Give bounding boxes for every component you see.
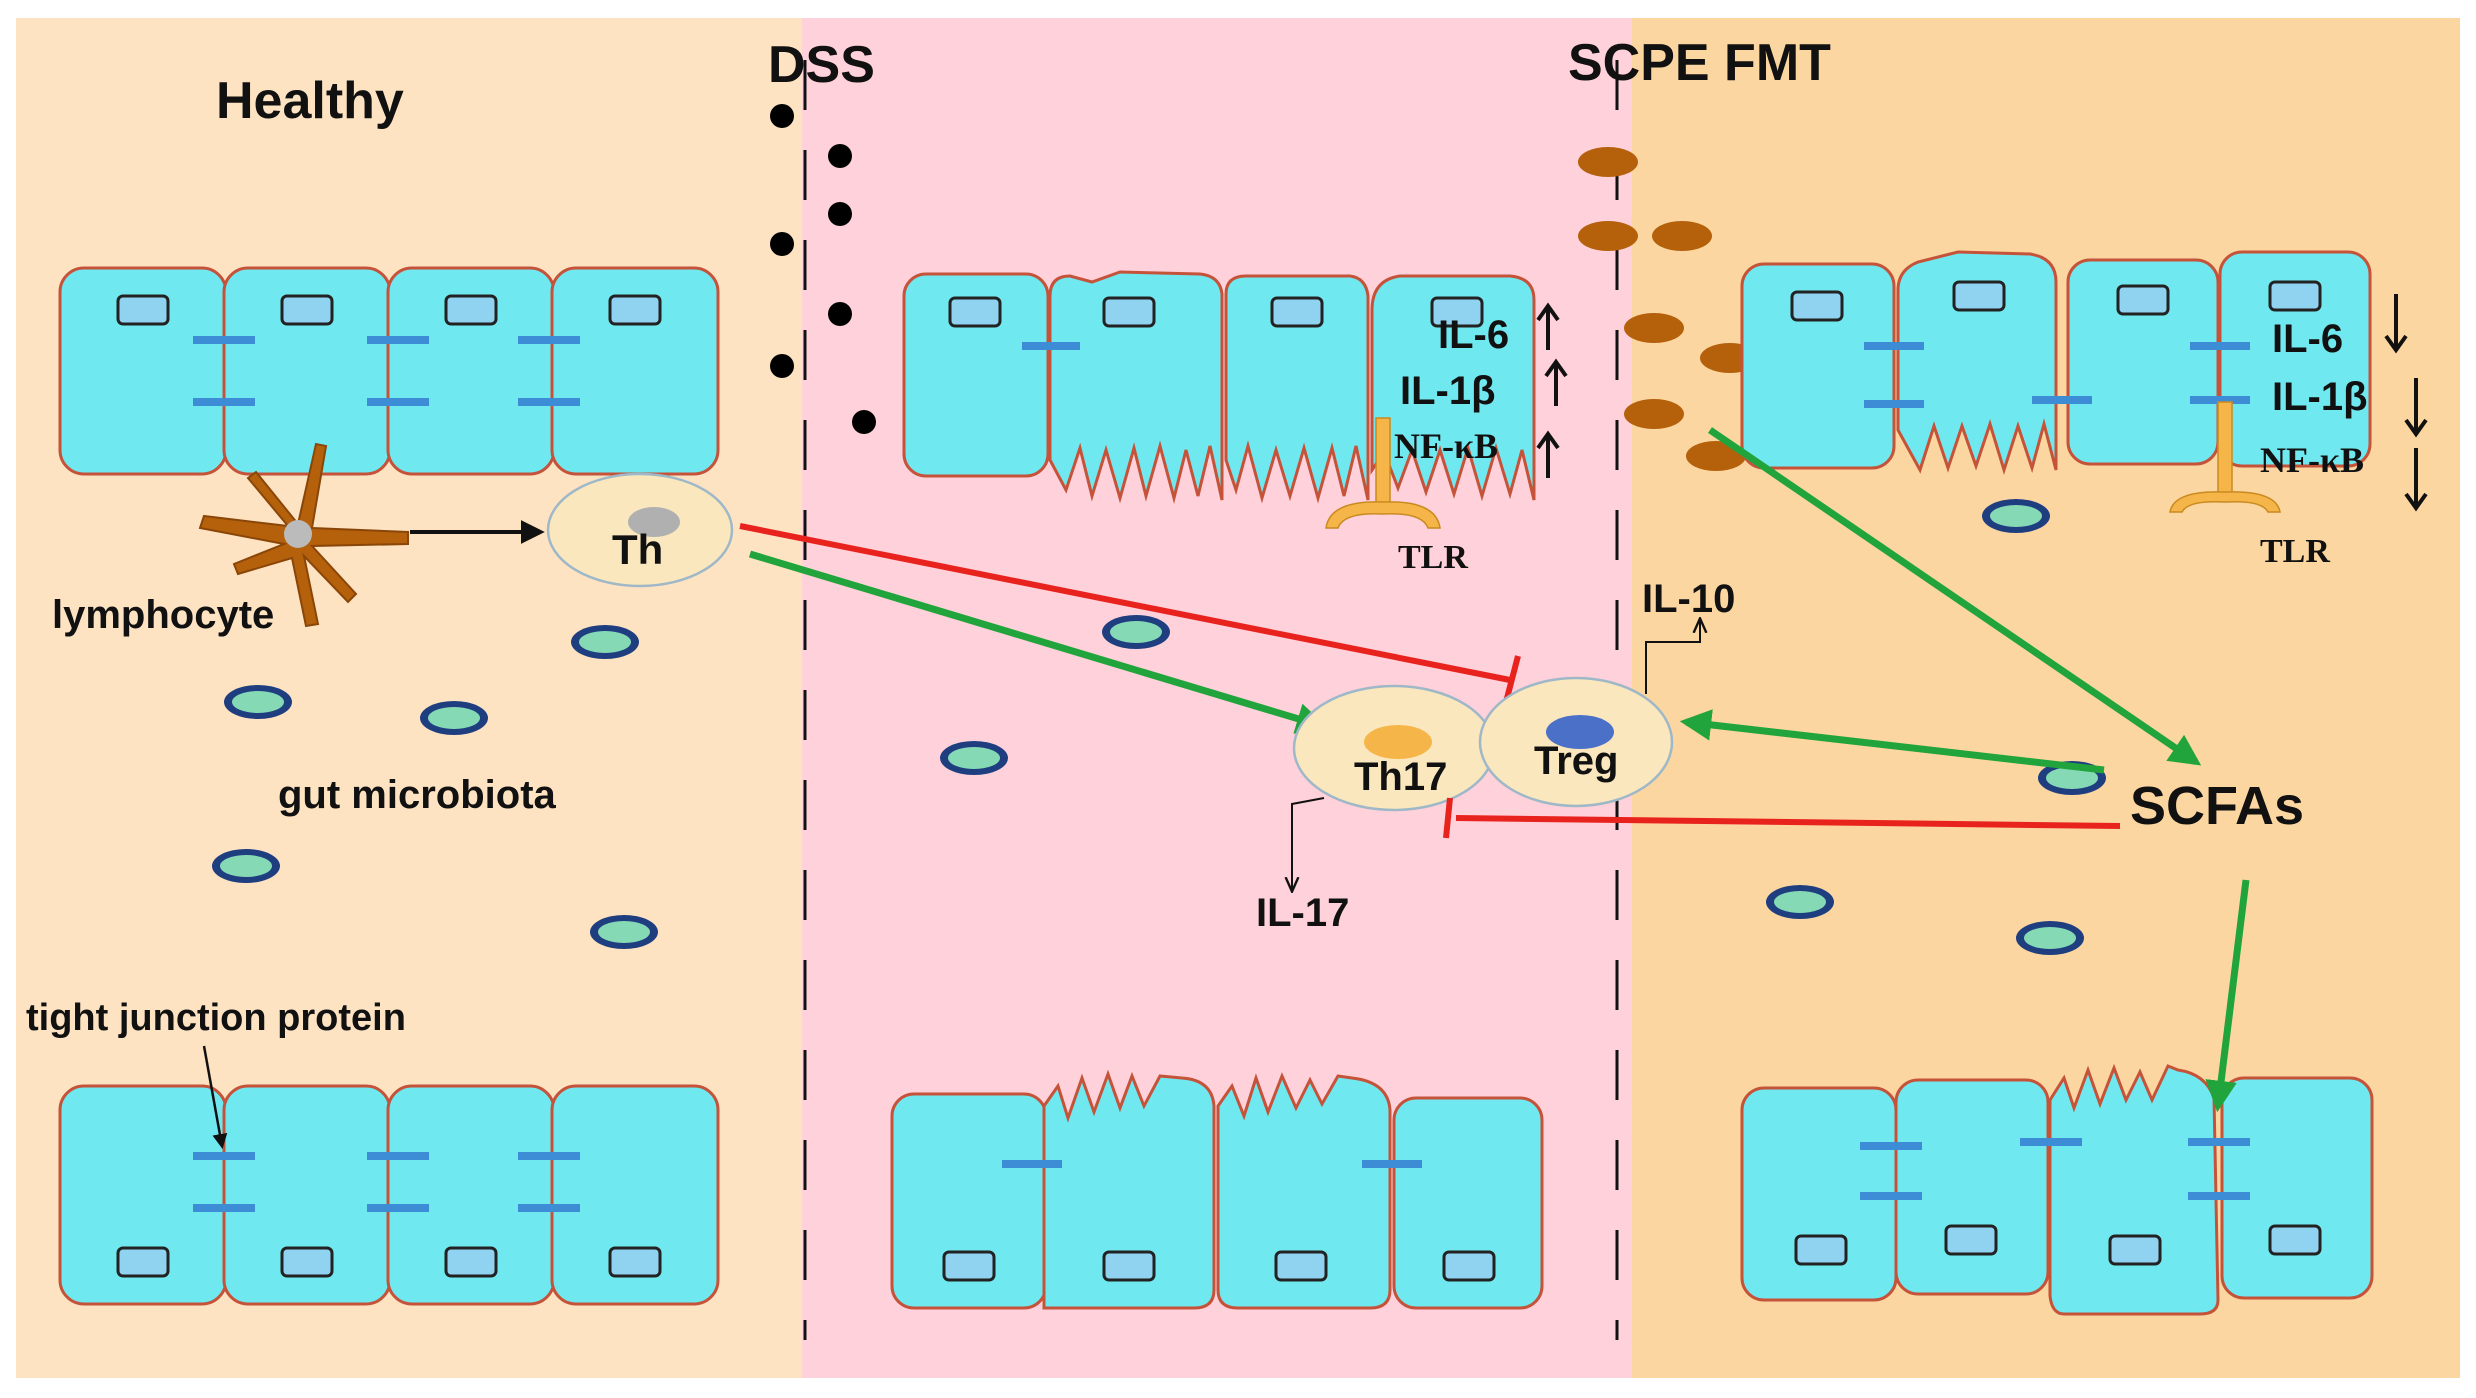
bacterium-healthy-4 [212,849,280,883]
panel-title-dss: DSS [768,36,875,94]
bacterium-healthy-3 [420,701,488,735]
dss-tlr-receptor [1325,417,1441,529]
fmt-marker-il1b: IL-1β [2272,375,2368,419]
label-scfas: SCFAs [2130,776,2304,836]
label-fmt-tlr: TLR [2260,533,2330,570]
fmt-down-arrows [2384,294,2428,512]
th17-cell [1292,684,1496,812]
inhibit-scfas-to-th17 [1455,815,2121,829]
arrow-fmt-to-scfas [1708,427,2202,766]
label-lymphocyte: lymphocyte [52,593,274,637]
fmt-bottom-epithelium [1740,1063,2374,1316]
fmt-top-epithelium [1740,250,2372,476]
dss-marker-il6: IL-6 [1438,313,1509,357]
label-th17: Th17 [1354,755,1447,799]
il10-pointer [1645,620,1700,694]
bacterium-dss-1 [1102,615,1170,649]
fmt-marker-nfkb: NF-κB [2260,440,2364,480]
inhibit-scfas-to-th17-bar [1443,797,1453,839]
label-gut-microbiota: gut microbiota [278,773,557,817]
bacterium-healthy-5 [590,915,658,949]
dss-marker-il1b: IL-1β [1400,369,1496,413]
dss-top-epithelium [902,270,1536,504]
dss-particles [770,104,876,434]
lymphocyte-cell [198,442,409,628]
dss-marker-nfkb: NF-κB [1394,426,1498,466]
bacterium-fmt-3 [1766,885,1834,919]
healthy-bottom-epithelium [58,1084,720,1306]
bacterium-healthy-2 [224,685,292,719]
label-tight-junction-protein: tight junction protein [26,997,406,1039]
bacterium-healthy-1 [571,625,639,659]
tight-junction-pointer [202,1045,228,1149]
label-treg: Treg [1534,739,1618,783]
panel-title-healthy: Healthy [216,72,404,130]
dss-bottom-epithelium [890,1069,1544,1310]
label-il10: IL-10 [1642,577,1735,621]
arrow-scfas-to-treg [1679,709,2105,774]
treg-cell [1478,676,1674,808]
th-cell [546,472,734,588]
arrow-th-to-th17 [748,550,1329,734]
arrow-scfas-to-epithelium [2205,879,2250,1113]
label-dss-tlr: TLR [1398,539,1468,576]
label-il17: IL-17 [1256,891,1349,935]
bacterium-fmt-1 [1982,499,2050,533]
dss-up-arrows [1536,302,1568,478]
healthy-top-epithelium [58,266,720,476]
fmt-marker-il6: IL-6 [2272,317,2343,361]
bacterium-fmt-4 [2016,921,2084,955]
inhibit-th-to-treg-bar [1503,655,1521,703]
panel-title-scpe-fmt: SCPE FMT [1568,34,1831,92]
il17-pointer [1292,797,1325,890]
bacterium-dss-2 [940,741,1008,775]
label-th: Th [612,526,663,573]
fmt-tlr-receptor [2169,401,2281,513]
inhibit-th-to-treg [739,523,1511,683]
